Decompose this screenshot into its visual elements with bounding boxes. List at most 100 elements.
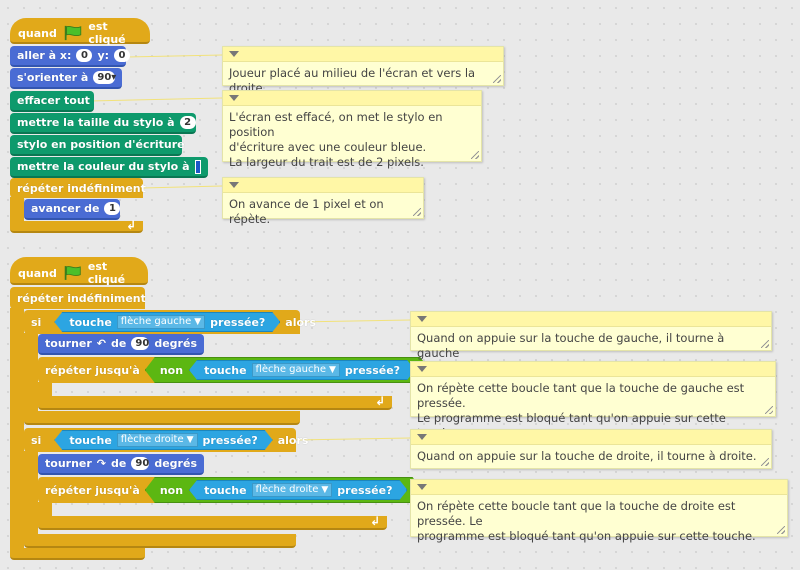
loop-arrow-icon: ↲ bbox=[370, 514, 381, 528]
key-label: touche bbox=[204, 363, 247, 377]
dropdown-arrow-icon: ▼ bbox=[194, 317, 202, 327]
note-collapse-icon[interactable] bbox=[417, 366, 427, 372]
resize-grip-icon[interactable] bbox=[761, 458, 769, 466]
if-arm bbox=[24, 451, 38, 535]
key-label: touche bbox=[204, 483, 247, 497]
turn-left-block[interactable]: tourner ↶ de 90 degrés bbox=[38, 334, 204, 355]
pen-color-label: mettre la couleur du stylo à bbox=[17, 160, 190, 173]
turn-label: tourner bbox=[45, 337, 92, 350]
if-right-block[interactable]: si touche flèche droite▼ pressée? alors bbox=[24, 428, 308, 452]
note-text: On répète cette boucle tant que la touch… bbox=[417, 381, 745, 440]
note-text: Quand on appuie sur la touche de droite,… bbox=[417, 449, 757, 463]
green-flag-icon bbox=[64, 25, 82, 41]
not-operator[interactable]: non touche flèche gauche▼ pressée? bbox=[145, 357, 430, 383]
then-label: alors bbox=[285, 315, 317, 329]
not-label: non bbox=[159, 363, 184, 377]
forever-block[interactable]: répéter indéfiniment bbox=[10, 287, 146, 309]
note-collapse-icon[interactable] bbox=[229, 182, 239, 188]
resize-grip-icon[interactable] bbox=[777, 526, 785, 534]
when-flag-clicked-hat[interactable]: quand est cliqué bbox=[10, 18, 150, 46]
hat-label-after: est cliqué bbox=[88, 20, 126, 46]
comment-note[interactable]: Joueur placé au milieu de l'écran et ver… bbox=[222, 46, 504, 95]
degrees-input[interactable]: 90 bbox=[131, 457, 150, 470]
resize-grip-icon[interactable] bbox=[765, 406, 773, 414]
not-label: non bbox=[159, 483, 184, 497]
turn-right-block[interactable]: tourner ↷ de 90 degrés bbox=[38, 454, 204, 475]
note-collapse-icon[interactable] bbox=[417, 434, 427, 440]
de-label: de bbox=[111, 337, 127, 350]
resize-grip-icon[interactable] bbox=[493, 75, 501, 83]
clear-label: effacer tout bbox=[17, 94, 90, 107]
key-pressed-sensing[interactable]: touche flèche droite▼ pressée? bbox=[54, 430, 272, 450]
go-to-xy-block[interactable]: aller à x: 0 y: 0 bbox=[10, 46, 131, 67]
forever-label: répéter indéfiniment bbox=[17, 291, 146, 305]
pen-size-input[interactable]: 2 bbox=[179, 116, 196, 129]
key-dropdown[interactable]: flèche gauche▼ bbox=[117, 315, 205, 329]
note-text: Quand on appuie sur la touche de gauche,… bbox=[417, 331, 725, 360]
move-steps-input[interactable]: 1 bbox=[104, 202, 121, 215]
note-collapse-icon[interactable] bbox=[417, 316, 427, 322]
point-label: s'orienter à bbox=[17, 71, 89, 84]
resize-grip-icon[interactable] bbox=[761, 340, 769, 348]
key-pressed-sensing[interactable]: touche flèche gauche▼ pressée? bbox=[54, 312, 280, 332]
resize-grip-icon[interactable] bbox=[413, 208, 421, 216]
key-pressed-sensing[interactable]: touche flèche droite▼ pressée? bbox=[189, 480, 407, 500]
green-flag-icon bbox=[64, 266, 81, 280]
if-label: si bbox=[31, 433, 42, 447]
comment-note[interactable]: On avance de 1 pixel et on répète. bbox=[222, 177, 424, 226]
forever-footer bbox=[10, 221, 143, 233]
repeat-footer bbox=[38, 396, 392, 410]
key-dropdown[interactable]: flèche droite▼ bbox=[252, 483, 333, 497]
key-dropdown[interactable]: flèche gauche▼ bbox=[252, 363, 340, 377]
note-collapse-icon[interactable] bbox=[229, 51, 239, 57]
y-label: y: bbox=[97, 49, 110, 62]
repeat-footer bbox=[38, 516, 387, 530]
note-collapse-icon[interactable] bbox=[229, 95, 239, 101]
key-label: touche bbox=[69, 315, 112, 329]
degrees-label: degrés bbox=[154, 337, 197, 350]
key-value: flèche gauche bbox=[255, 364, 326, 375]
forever-arm bbox=[10, 308, 24, 554]
pen-down-block[interactable]: stylo en position d'écriture bbox=[10, 135, 185, 156]
loop-arrow-icon: ↲ bbox=[375, 394, 386, 408]
repeat-until-right-block[interactable]: répéter jusqu'à non touche flèche droite… bbox=[38, 477, 387, 503]
forever-label: répéter indéfiniment bbox=[17, 181, 146, 195]
dropdown-arrow-icon: ▼ bbox=[328, 365, 336, 375]
pressed-label: pressée? bbox=[344, 363, 401, 377]
hat-label-before: quand bbox=[18, 266, 57, 280]
key-dropdown[interactable]: flèche droite▼ bbox=[117, 433, 198, 447]
note-collapse-icon[interactable] bbox=[417, 484, 427, 490]
x-input[interactable]: 0 bbox=[76, 49, 93, 62]
when-flag-clicked-hat[interactable]: quand est cliqué bbox=[10, 257, 148, 286]
pressed-label: pressée? bbox=[337, 483, 393, 497]
comment-note[interactable]: L'écran est effacé, on met le stylo en p… bbox=[222, 90, 482, 169]
comment-note[interactable]: On répète cette boucle tant que la touch… bbox=[410, 361, 776, 440]
degrees-input[interactable]: 90 bbox=[131, 337, 150, 350]
hat-label-before: quand bbox=[18, 26, 57, 40]
move-steps-block[interactable]: avancer de 1 bbox=[24, 199, 121, 220]
direction-dropdown[interactable]: 90▾ bbox=[93, 71, 116, 84]
loop-arrow-icon: ↲ bbox=[126, 218, 137, 232]
forever-block[interactable]: répéter indéfiniment bbox=[10, 178, 146, 198]
then-label: alors bbox=[277, 433, 309, 447]
point-in-direction-block[interactable]: s'orienter à 90▾ bbox=[10, 68, 122, 89]
note-text: L'écran est effacé, on met le stylo en p… bbox=[229, 110, 443, 169]
clear-block[interactable]: effacer tout bbox=[10, 91, 94, 112]
comment-note[interactable]: Quand on appuie sur la touche de droite,… bbox=[410, 429, 772, 469]
comment-note[interactable]: Quand on appuie sur la touche de gauche,… bbox=[410, 311, 772, 360]
resize-grip-icon[interactable] bbox=[471, 151, 479, 159]
not-operator[interactable]: non touche flèche droite▼ pressée? bbox=[145, 477, 423, 503]
repeat-until-left-block[interactable]: répéter jusqu'à non touche flèche gauche… bbox=[38, 357, 392, 383]
if-left-block[interactable]: si touche flèche gauche▼ pressée? alors bbox=[24, 310, 316, 334]
turn-label: tourner bbox=[45, 457, 92, 470]
pen-color-swatch[interactable] bbox=[194, 159, 201, 174]
comment-note[interactable]: On répète cette boucle tant que la touch… bbox=[410, 479, 788, 543]
set-pen-size-block[interactable]: mettre la taille du stylo à 2 bbox=[10, 113, 196, 134]
move-label: avancer de bbox=[31, 202, 100, 215]
de-label: de bbox=[111, 457, 127, 470]
key-pressed-sensing[interactable]: touche flèche gauche▼ pressée? bbox=[189, 360, 415, 380]
pressed-label: pressée? bbox=[210, 315, 266, 329]
set-pen-color-block[interactable]: mettre la couleur du stylo à bbox=[10, 157, 208, 178]
y-input[interactable]: 0 bbox=[114, 49, 131, 62]
key-label: touche bbox=[69, 433, 112, 447]
